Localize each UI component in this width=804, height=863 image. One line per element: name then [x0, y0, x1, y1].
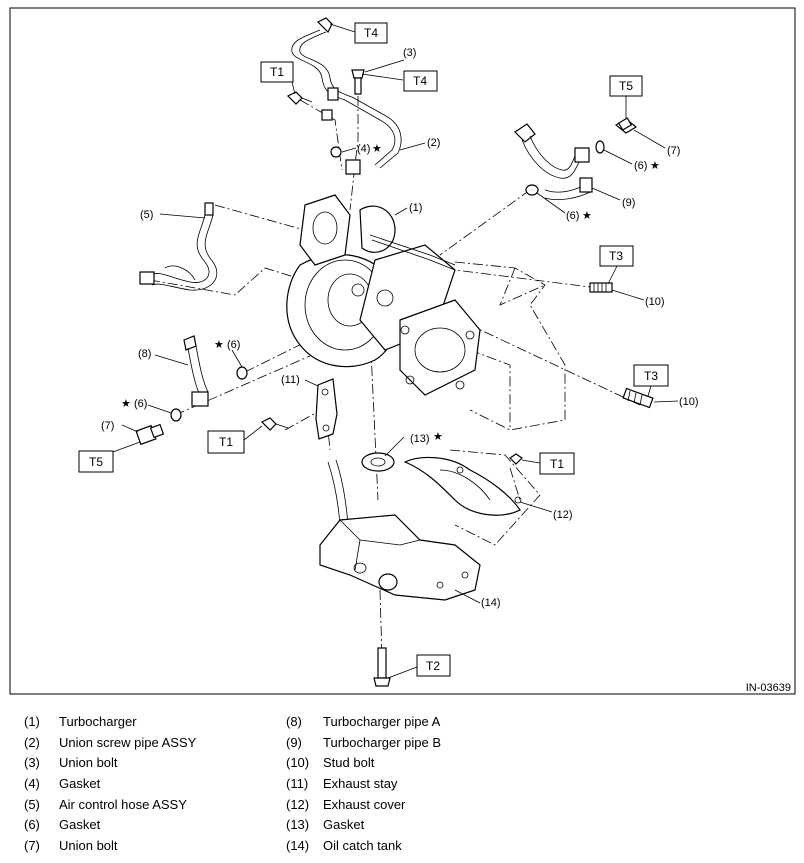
leader-lines [112, 23, 679, 679]
exhaust-cover [403, 456, 522, 516]
torque-box-t3-lower: T3 [633, 364, 669, 387]
svg-text:T4: T4 [413, 74, 427, 88]
callout-labels: (3) (2) (4) ★ (1) (5) (7) (6) ★ (9) (6) … [101, 47, 699, 609]
bolt-t2-bottom [373, 647, 391, 687]
torque-box-t1-right: T1 [539, 452, 575, 475]
gasket-13 [361, 452, 395, 472]
union-bolt-7-right [614, 117, 638, 134]
torque-box-t4-bolt: T4 [403, 70, 438, 92]
callout-3: (3) [403, 47, 416, 59]
union-bolt-7-left [135, 423, 165, 446]
torque-box-t3-upper: T3 [599, 245, 634, 267]
star-13: ★ [433, 431, 443, 443]
torque-box-t1-upper: T1 [260, 61, 294, 83]
turbocharger-pipe-a [183, 335, 209, 407]
callout-6-right-upper: (6) [634, 160, 647, 172]
callout-10-upper: (10) [645, 296, 665, 308]
gasket-6-left-lower [170, 408, 182, 422]
callout-10-lower: (10) [679, 396, 699, 408]
callout-9: (9) [622, 197, 635, 209]
callout-11: (11) [281, 374, 300, 386]
star-6-right-upper: ★ [650, 160, 660, 172]
diagram-frame [9, 7, 796, 695]
star-6-left-upper: ★ [214, 339, 224, 351]
svg-text:T3: T3 [609, 249, 623, 263]
svg-text:T3: T3 [644, 369, 658, 383]
exhaust-stay [315, 378, 338, 440]
stud-bolt-upper [589, 282, 613, 293]
union-bolt-3 [351, 69, 365, 95]
star-6-left-lower: ★ [121, 398, 131, 410]
oil-catch-tank [319, 459, 481, 601]
svg-text:T5: T5 [619, 79, 633, 93]
callout-6-right-lower: (6) [566, 210, 579, 222]
svg-text:T1: T1 [550, 457, 564, 471]
turbocharger [286, 194, 481, 396]
star-4: ★ [372, 143, 382, 155]
star-6-right-lower: ★ [582, 210, 592, 222]
gasket-6-left-upper [236, 366, 248, 380]
exploded-diagram: T4 T4 T1 T5 T3 T3 T1 T5 T1 T2 (3) (2) (4… [9, 7, 796, 695]
gasket-6-right-upper [595, 140, 605, 154]
turbocharger-pipe-b [514, 123, 593, 200]
torque-box-t4-top: T4 [354, 22, 388, 44]
callout-6-left-upper: (6) [227, 339, 240, 351]
callout-8: (8) [138, 348, 151, 360]
torque-box-t2-bottom: T2 [416, 654, 451, 677]
callout-7-left: (7) [101, 420, 114, 432]
torque-box-t1-middle: T1 [207, 430, 245, 454]
callout-12: (12) [553, 509, 573, 521]
gasket-6-right-lower [525, 184, 539, 196]
callout-7-right: (7) [667, 145, 680, 157]
bolt-t1-upper [286, 91, 313, 105]
torque-box-t5-right: T5 [609, 75, 643, 97]
svg-text:T4: T4 [364, 26, 378, 40]
callout-2: (2) [427, 137, 440, 149]
torque-box-t5-left: T5 [78, 450, 114, 473]
callout-14: (14) [481, 597, 501, 609]
svg-text:T1: T1 [270, 65, 284, 79]
callout-5: (5) [140, 209, 153, 221]
callout-6-left-lower: (6) [134, 398, 147, 410]
callout-1: (1) [409, 202, 422, 214]
air-control-hose-assy [139, 202, 218, 291]
callout-4: (4) [357, 143, 370, 155]
svg-text:T1: T1 [219, 435, 233, 449]
gasket-4 [330, 146, 342, 158]
callout-13: (13) [410, 433, 430, 445]
union-screw-pipe-assy [291, 17, 402, 175]
figure-id: IN-03639 [746, 682, 791, 694]
stud-bolt-lower [622, 387, 654, 409]
bolt-t1-middle [260, 417, 289, 431]
svg-text:T2: T2 [426, 659, 440, 673]
bolt-t1-right [509, 453, 523, 465]
svg-text:T5: T5 [89, 455, 103, 469]
parts-legend: (1)Turbocharger (2)Union screw pipe ASSY… [24, 714, 442, 853]
